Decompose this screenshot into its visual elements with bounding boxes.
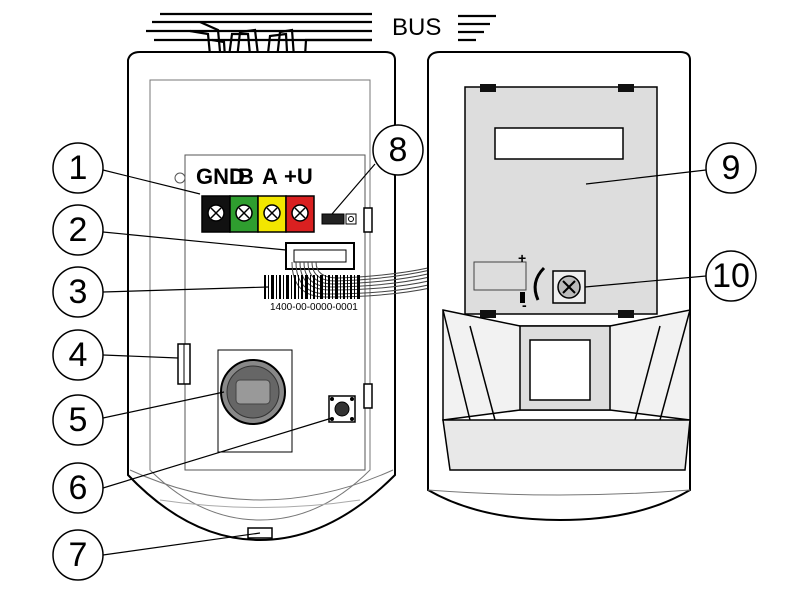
callout-number: 3 bbox=[69, 273, 88, 311]
callout-3: 3 bbox=[52, 266, 104, 318]
rotation-arrow-icon bbox=[533, 266, 546, 301]
barcode bbox=[264, 275, 360, 299]
callout-8: 8 bbox=[372, 124, 424, 176]
callout-lines bbox=[102, 163, 707, 556]
callout-circle bbox=[52, 204, 104, 256]
bus-label: BUS bbox=[392, 14, 441, 41]
callout-number: 7 bbox=[69, 536, 88, 574]
terminal-label-gnd: GND bbox=[196, 164, 245, 189]
callout-circle bbox=[52, 266, 104, 318]
latch-tab bbox=[363, 207, 373, 233]
bus-symbol-icon bbox=[458, 14, 496, 42]
callout-circle bbox=[705, 142, 757, 194]
terminal-label-b: B bbox=[238, 164, 254, 189]
terminal-u[interactable] bbox=[285, 195, 315, 233]
callout-4: 4 bbox=[52, 329, 104, 381]
callout-number: 1 bbox=[69, 149, 88, 187]
callout-number: 2 bbox=[69, 211, 88, 249]
callout-5: 5 bbox=[52, 394, 104, 446]
callout-10: 10 bbox=[705, 250, 757, 302]
terminal-label-a: A bbox=[262, 164, 278, 189]
callout-9: 9 bbox=[705, 142, 757, 194]
callout-circle bbox=[52, 329, 104, 381]
callout-number: 6 bbox=[69, 469, 88, 507]
callout-number: 4 bbox=[69, 336, 88, 374]
callout-number: 8 bbox=[389, 131, 408, 169]
callout-circle bbox=[52, 529, 104, 581]
callout-number: 10 bbox=[712, 257, 750, 295]
latch-tab bbox=[363, 383, 373, 409]
callout-number: 5 bbox=[69, 401, 88, 439]
serial-number: 1400-00-0000-0001 bbox=[270, 302, 358, 313]
terminal-b[interactable] bbox=[229, 195, 259, 233]
polarity-minus: - bbox=[522, 297, 527, 313]
callout-circle bbox=[52, 394, 104, 446]
reset-button[interactable] bbox=[328, 395, 356, 423]
ribbon-connector[interactable] bbox=[285, 242, 355, 270]
terminal-a[interactable] bbox=[257, 195, 287, 233]
callout-circle bbox=[52, 142, 104, 194]
lens-housing bbox=[442, 309, 691, 471]
callout-7: 7 bbox=[52, 529, 104, 581]
callout-6: 6 bbox=[52, 462, 104, 514]
terminal-label-u: +U bbox=[284, 164, 313, 189]
callout-1: 1 bbox=[52, 142, 104, 194]
callout-circle bbox=[705, 250, 757, 302]
callout-circle bbox=[52, 462, 104, 514]
callout-circle bbox=[372, 124, 424, 176]
pir-sensor bbox=[217, 349, 293, 453]
jumper[interactable] bbox=[321, 213, 357, 225]
terminal-block[interactable] bbox=[201, 195, 315, 233]
callout-number: 9 bbox=[722, 149, 741, 187]
polarity-plus: + bbox=[518, 250, 526, 266]
callout-2: 2 bbox=[52, 204, 104, 256]
sensitivity-potentiometer[interactable] bbox=[552, 270, 586, 304]
